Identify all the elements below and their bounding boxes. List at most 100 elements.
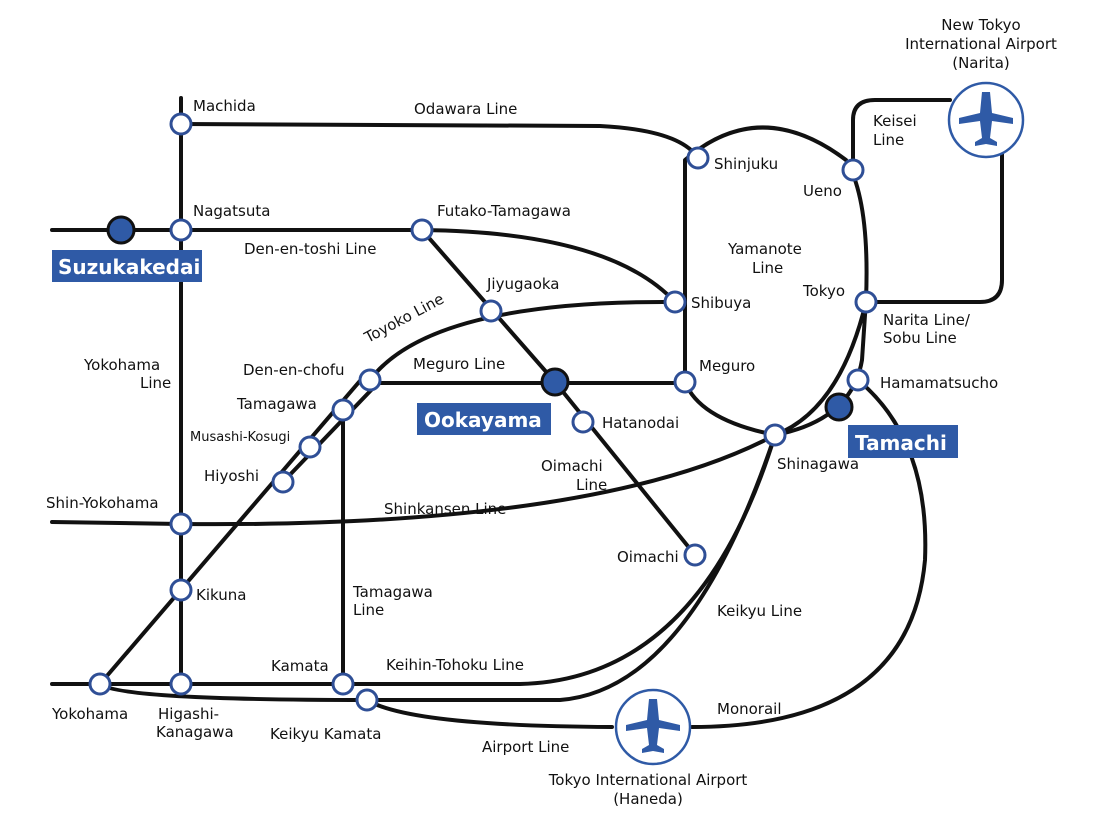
station-higashi-kanagawa[interactable] [169, 672, 193, 696]
label-meguro: Meguro [699, 357, 755, 375]
toyoko-line-lower-a [98, 373, 367, 686]
label-den-en-toshi-line: Den-en-toshi Line [244, 240, 376, 258]
shinagawa-tokyo-link [773, 300, 868, 437]
airport-labels: New Tokyo International Airport (Narita)… [548, 16, 1057, 808]
keikyu-line [98, 433, 777, 702]
label-tamagawa-line-2: Line [353, 601, 384, 619]
station-machida[interactable] [169, 112, 193, 136]
airplane-icon [959, 92, 1013, 146]
label-meguro-line: Meguro Line [413, 355, 505, 373]
airplane-icon [626, 699, 680, 753]
station-tamagawa[interactable] [331, 398, 355, 422]
station-shinjuku[interactable] [686, 146, 710, 170]
label-yokohama-line-1: Yokohama [83, 356, 160, 374]
label-airport-line: Airport Line [482, 738, 569, 756]
label-yokohama-line-2: Line [140, 374, 171, 392]
station-hamamatsucho[interactable] [846, 368, 870, 392]
label-shibuya: Shibuya [691, 294, 751, 312]
label-shin-yokohama: Shin-Yokohama [46, 494, 159, 512]
label-keikyu-kamata: Keikyu Kamata [270, 725, 381, 743]
label-shinagawa: Shinagawa [777, 455, 859, 473]
label-keisei-line-2: Line [873, 131, 904, 149]
label-haneda-2: (Haneda) [613, 790, 683, 808]
label-toyoko-line: Toyoko Line [361, 290, 447, 347]
station-tamachi[interactable] [824, 392, 854, 422]
toyoko-line-lower-b [281, 383, 378, 484]
tamachi-label: Tamachi [855, 431, 947, 455]
label-keihin-tohoku-line: Keihin-Tohoku Line [386, 656, 524, 674]
airport-line [365, 698, 614, 729]
label-narita-3: (Narita) [952, 54, 1010, 72]
label-hamamatsucho: Hamamatsucho [880, 374, 998, 392]
label-tamagawa-line-1: Tamagawa [352, 583, 433, 601]
label-narita-sobu-line-2: Sobu Line [883, 329, 957, 347]
station-oimachi[interactable] [683, 543, 707, 567]
station-labels: Machida Nagatsuta Futako-Tamagawa Shinju… [46, 97, 998, 743]
station-meguro[interactable] [673, 370, 697, 394]
station-kamata[interactable] [331, 672, 355, 696]
station-nagatsuta[interactable] [169, 218, 193, 242]
line-labels: Odawara Line Den-en-toshi Line Toyoko Li… [83, 100, 971, 756]
suzukakedai-label-box [52, 250, 202, 282]
label-odawara-line: Odawara Line [414, 100, 517, 118]
station-hiyoshi[interactable] [271, 470, 295, 494]
label-oimachi-line-1: Oimachi [541, 457, 603, 475]
ookayama-label: Ookayama [424, 408, 542, 432]
label-keikyu-line: Keikyu Line [717, 602, 802, 620]
label-narita-2: International Airport [905, 35, 1057, 53]
label-ueno: Ueno [803, 182, 842, 200]
station-ookayama[interactable] [540, 367, 570, 397]
station-shin-yokohama[interactable] [169, 512, 193, 536]
label-kikuna: Kikuna [196, 586, 246, 604]
station-keikyu-kamata[interactable] [355, 688, 379, 712]
label-shinjuku: Shinjuku [714, 155, 778, 173]
station-musashi-kosugi[interactable] [298, 435, 322, 459]
station-futako-tamagawa[interactable] [410, 218, 434, 242]
station-suzukakedai[interactable] [106, 215, 136, 245]
station-den-en-chofu[interactable] [358, 368, 382, 392]
den-en-toshi-line [50, 228, 677, 304]
label-haneda-1: Tokyo International Airport [548, 771, 748, 789]
label-jiyugaoka: Jiyugaoka [486, 275, 559, 293]
label-oimachi: Oimachi [617, 548, 679, 566]
station-shibuya[interactable] [663, 290, 687, 314]
shinkansen-line [50, 433, 777, 527]
oimachi-line [553, 380, 697, 557]
station-jiyugaoka[interactable] [479, 299, 503, 323]
narita-airport [947, 81, 1025, 159]
label-futako-tamagawa: Futako-Tamagawa [437, 202, 571, 220]
station-kikuna[interactable] [169, 578, 193, 602]
suzukakedai-label: Suzukakedai [58, 255, 200, 279]
ookayama-label-box [417, 403, 551, 435]
station-hatanodai[interactable] [571, 410, 595, 434]
label-hatanodai: Hatanodai [602, 414, 679, 432]
label-shinkansen-line: Shinkansen Line [384, 500, 506, 518]
label-yamanote-line-1: Yamanote [727, 240, 802, 258]
station-ueno[interactable] [841, 158, 865, 182]
keisei-line [851, 98, 952, 172]
label-higashi-kanagawa-2: Kanagawa [156, 723, 234, 741]
label-musashi-kosugi: Musashi-Kosugi [190, 430, 290, 445]
station-shinagawa[interactable] [763, 423, 787, 447]
label-yokohama: Yokohama [51, 705, 128, 723]
station-yokohama[interactable] [88, 672, 112, 696]
label-oimachi-line-2: Line [576, 476, 607, 494]
tamachi-label-box [848, 425, 958, 458]
station-tokyo[interactable] [854, 290, 878, 314]
label-den-en-chofu: Den-en-chofu [243, 361, 345, 379]
toyoko-line-upper [368, 299, 677, 382]
label-higashi-kanagawa-1: Higashi- [158, 705, 219, 723]
label-tamagawa: Tamagawa [236, 395, 317, 413]
label-narita-sobu-line-1: Narita Line/ [883, 311, 971, 329]
label-yamanote-line-2: Line [752, 259, 783, 277]
label-keisei-line-1: Keisei [873, 112, 917, 130]
highlight-labels: Suzukakedai Ookayama Tamachi [52, 250, 958, 458]
odawara-line [179, 122, 700, 160]
label-tokyo: Tokyo [802, 282, 845, 300]
haneda-airport [614, 688, 692, 766]
narita-sobu-line [864, 118, 1004, 304]
label-hiyoshi: Hiyoshi [204, 467, 259, 485]
label-machida: Machida [193, 97, 256, 115]
label-narita-1: New Tokyo [941, 16, 1020, 34]
